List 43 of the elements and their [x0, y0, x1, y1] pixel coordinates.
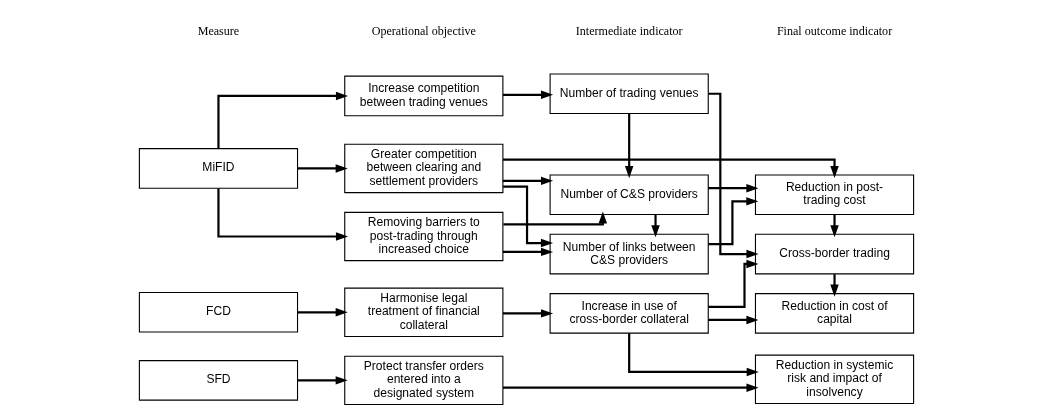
- arrow: [708, 92, 759, 259]
- arrow: [502, 90, 554, 100]
- arrow: [502, 176, 554, 186]
- arrow: [708, 315, 759, 325]
- arrow: [708, 259, 759, 308]
- arrow: [217, 188, 349, 241]
- arrow: [624, 113, 634, 179]
- node-box: Number of trading venues: [549, 73, 709, 115]
- arrow: [503, 211, 608, 226]
- label: Operational objective: [371, 24, 476, 39]
- node-box: Increase competition between trading venues: [344, 75, 504, 117]
- label: Intermediate indicator: [575, 24, 683, 39]
- node-box: Number of links between C&S providers: [549, 233, 709, 275]
- arrow: [830, 214, 839, 238]
- arrow: [503, 158, 839, 179]
- arrow: [628, 333, 759, 377]
- node-box: Greater competition between clearing and settlement providers: [344, 143, 504, 194]
- arrow: [830, 274, 839, 297]
- arrow: [708, 183, 759, 193]
- arrow: [708, 197, 759, 246]
- node-box: Reduction in systemic risk and impact of insolvency: [754, 354, 915, 404]
- label: Final outcome indicator: [776, 24, 893, 39]
- arrow: [297, 164, 348, 173]
- arrow: [502, 247, 554, 257]
- arrow: [651, 214, 660, 238]
- node-box: Cross-border trading: [754, 233, 915, 275]
- arrow: [503, 383, 759, 392]
- node-box: SFD: [138, 360, 299, 401]
- arrow: [503, 185, 554, 248]
- node-box: Reduction in cost of capital: [754, 293, 915, 334]
- node-box: Reduction in post-trading cost: [754, 174, 915, 216]
- node-box: Removing barriers to post-trading through increased choice: [344, 211, 504, 262]
- node-box: Harmonise legal treatment of financial collateral: [344, 287, 504, 337]
- node-box: Protect transfer orders entered into a designated system: [344, 355, 504, 406]
- label: Measure: [197, 24, 240, 39]
- arrow: [297, 376, 348, 385]
- node-box: FCD: [138, 291, 299, 333]
- node-box: Increase in use of cross-border collateral: [549, 293, 709, 334]
- node-box: Number of C&S providers: [549, 174, 709, 216]
- arrow: [297, 308, 348, 317]
- arrow: [502, 309, 554, 318]
- arrow: [217, 91, 349, 149]
- node-box: MiFID: [138, 148, 299, 189]
